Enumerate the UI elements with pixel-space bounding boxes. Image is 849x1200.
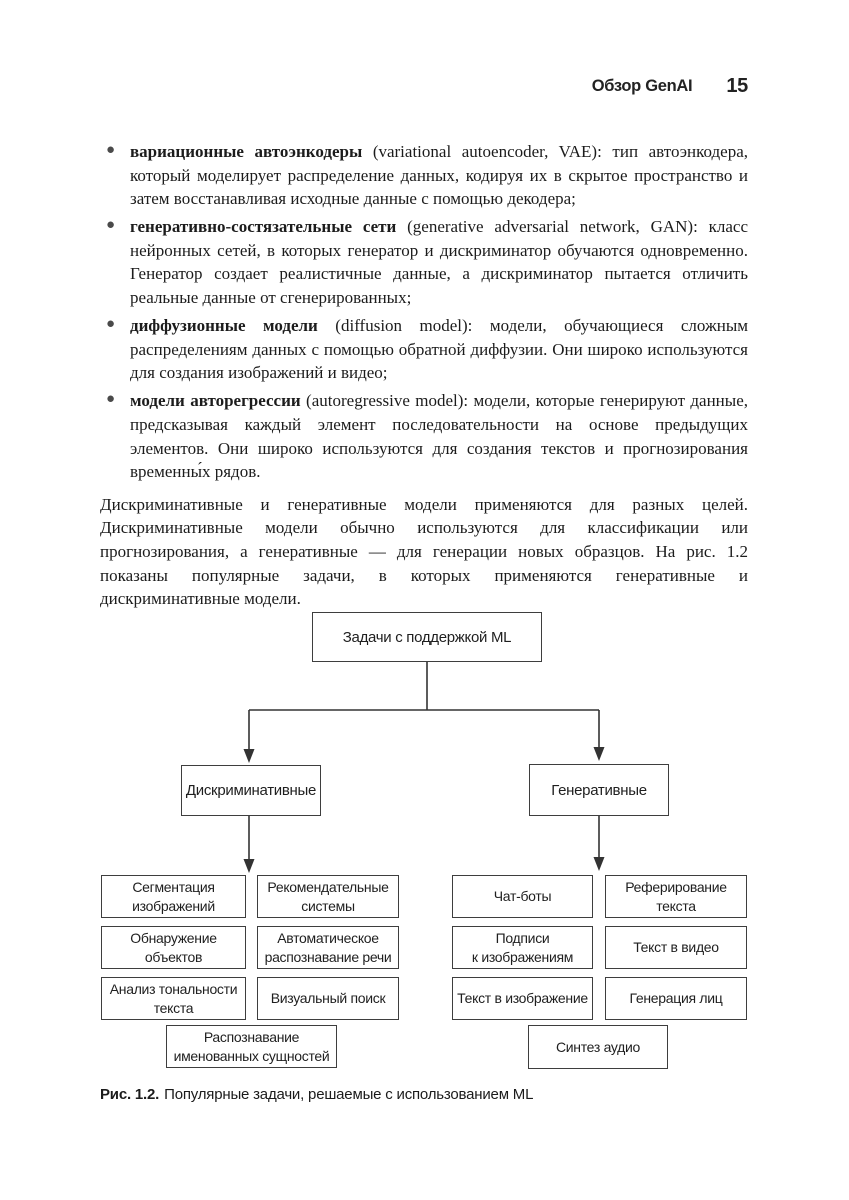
paragraph: Дискриминативные и генеративные модели п…	[100, 494, 748, 609]
bullet-item-gan: ● генеративно-состязательные сети (genera…	[100, 215, 748, 309]
node-root: Задачи с поддержкой ML	[312, 612, 542, 662]
node-object-detection: Обнаружение объектов	[101, 926, 246, 969]
page-number: 15	[726, 75, 748, 97]
connector-lines	[243, 662, 605, 873]
bullet-item-vae: ● вариационные автоэнкодеры (variational …	[100, 140, 748, 211]
body-text: ● вариационные автоэнкодеры (variational …	[100, 140, 748, 611]
figure-caption-text: Популярные задачи, решаемые с использова…	[164, 1086, 534, 1103]
node-discriminative: Дискриминативные	[181, 765, 321, 816]
bullet-term: модели авторегрессии	[130, 391, 301, 411]
bullet-text: (autoregressive model): модели, которые …	[130, 391, 748, 482]
bullet-item-diffusion: ● диффузионные модели (diffusion model): …	[100, 314, 748, 385]
figure-caption-label: Рис. 1.2.	[100, 1086, 160, 1103]
node-named-entity-recognition: Распознавание именованных сущностей	[166, 1025, 337, 1068]
node-visual-search: Визуальный поиск	[257, 977, 399, 1020]
page-header: Обзор GenAI 15	[100, 74, 749, 97]
bullet-icon: ●	[106, 391, 116, 408]
bullet-item-autoregressive: ● модели авторегрессии (autoregressive mo…	[100, 389, 748, 483]
arrowhead-icons	[243, 747, 605, 873]
node-recommender-systems: Рекомендательные системы	[257, 875, 399, 918]
bullet-term: генеративно-состязательные сети	[130, 217, 397, 237]
node-sentiment-analysis: Анализ тональности текста	[101, 977, 246, 1020]
node-face-generation: Генерация лиц	[605, 977, 747, 1020]
node-image-segmentation: Сегментация изображений	[101, 875, 246, 918]
node-generative: Генеративные	[529, 764, 669, 816]
node-image-captioning: Подписи к изображениям	[452, 926, 593, 969]
node-text-to-image: Текст в изображение	[452, 977, 593, 1020]
bullet-text: (generative adversarial network, GAN): к…	[130, 217, 748, 308]
running-head-title: Обзор GenAI	[591, 77, 693, 95]
bullet-icon: ●	[106, 316, 116, 333]
node-chatbots: Чат-боты	[452, 875, 593, 918]
node-audio-synthesis: Синтез аудио	[528, 1025, 668, 1069]
bullet-icon: ●	[106, 217, 116, 234]
bullet-term: вариационные автоэнкодеры	[130, 142, 363, 161]
bullet-text: (variational autoencoder, VAE): тип авто…	[130, 142, 748, 209]
figure-caption: Рис. 1.2.Популярные задачи, решаемые с и…	[100, 1086, 748, 1103]
bullet-term: диффузионные модели	[130, 316, 318, 336]
node-speech-recognition: Автоматическое распознавание речи	[257, 926, 399, 969]
node-text-to-video: Текст в видео	[605, 926, 747, 969]
bullet-text: (diffusion model): модели, обучающиеся с…	[130, 316, 749, 383]
node-text-summarization: Реферирование текста	[605, 875, 747, 918]
figure-1-2-diagram: Задачи с поддержкой ML Дискриминативные …	[100, 600, 750, 1085]
bullet-icon: ●	[106, 142, 116, 158]
